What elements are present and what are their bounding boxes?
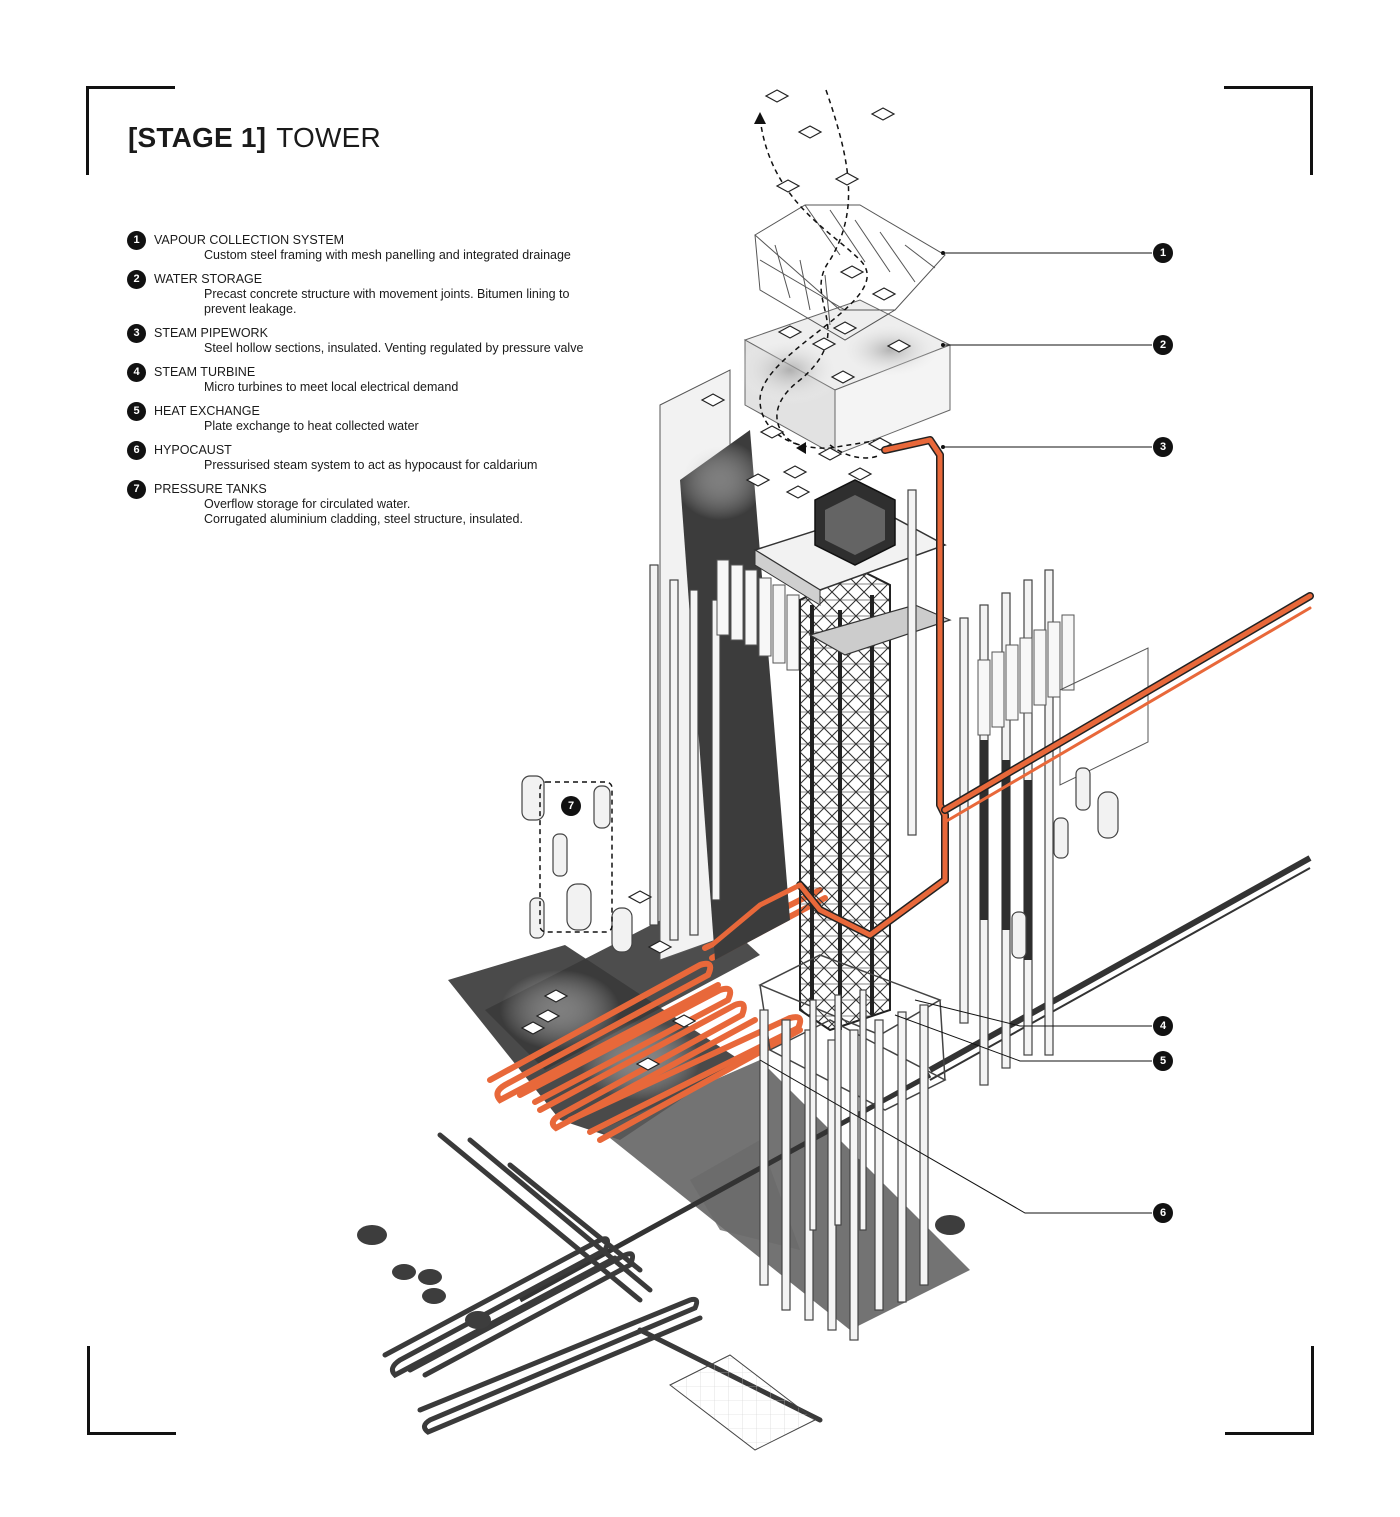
vapour-flow-arrows [759, 89, 881, 459]
frame-corner-top-left [86, 86, 175, 175]
frame-corner-top-right [1224, 86, 1313, 175]
legend-item-heat-exchange: 5 HEAT EXCHANGE Plate exchange to heat c… [127, 402, 597, 434]
foundation-piles [759, 989, 929, 1341]
title-stage: [STAGE 1] [128, 122, 267, 153]
legend-item-description: Custom steel framing with mesh panelling… [204, 248, 571, 262]
legend-number-badge: 7 [127, 480, 146, 499]
vertical-panels-right [977, 614, 1149, 786]
legend-item-title: STEAM PIPEWORK [154, 326, 268, 340]
legend-item-description: Overflow storage for circulated water. [204, 497, 411, 511]
callout-4-steam-turbine: 4 [1153, 1016, 1173, 1036]
legend-item-description: Steel hollow sections, insulated. Ventin… [204, 341, 584, 355]
legend-item-steam-pipework: 3 STEAM PIPEWORK Steel hollow sections, … [127, 324, 597, 356]
callout-2-water-storage: 2 [1153, 335, 1173, 355]
legend-item-description: Plate exchange to heat collected water [204, 419, 419, 433]
legend-item-pressure-tanks: 7 PRESSURE TANKS Overflow storage for ci… [127, 480, 597, 527]
left-columns [649, 564, 721, 941]
legend-item-hypocaust: 6 HYPOCAUST Pressurised steam system to … [127, 441, 597, 473]
legend-number-badge: 2 [127, 270, 146, 289]
legend-item-description: Precast concrete structure with movement… [204, 287, 570, 301]
legend-number-badge: 3 [127, 324, 146, 343]
frame-corner-bottom-right [1225, 1346, 1314, 1435]
vapour-collection-roof [754, 204, 946, 341]
legend-item-title: HEAT EXCHANGE [154, 404, 260, 418]
ground-blobs [357, 1215, 965, 1329]
legend-item-title: HYPOCAUST [154, 443, 232, 457]
legend: 1 VAPOUR COLLECTION SYSTEM Custom steel … [127, 231, 597, 534]
legend-item-description: Corrugated aluminium cladding, steel str… [204, 512, 523, 526]
steam-pipework [709, 436, 1314, 948]
callout-leader-lines [759, 252, 1152, 1214]
legend-number-badge: 1 [127, 231, 146, 250]
callout-1-vapour-collection: 1 [1153, 243, 1173, 263]
legend-item-vapour-collection: 1 VAPOUR COLLECTION SYSTEM Custom steel … [127, 231, 597, 263]
callout-3-steam-pipework: 3 [1153, 437, 1173, 457]
callout-6-hypocaust: 6 [1153, 1203, 1173, 1223]
legend-item-water-storage: 2 WATER STORAGE Precast concrete structu… [127, 270, 597, 317]
pressure-tanks-group-frame [539, 781, 613, 933]
callout-7-pressure-tanks: 7 [561, 796, 581, 816]
legend-item-description: Pressurised steam system to act as hypoc… [204, 458, 538, 472]
vapour-arrowheads [754, 112, 806, 454]
legend-number-badge: 6 [127, 441, 146, 460]
title-name: TOWER [276, 122, 381, 153]
legend-item-title: PRESSURE TANKS [154, 482, 267, 496]
legend-item-title: WATER STORAGE [154, 272, 263, 286]
pressure-tanks [521, 767, 1119, 959]
floating-panels [520, 89, 912, 1071]
legend-number-badge: 5 [127, 402, 146, 421]
concrete-backwall [659, 369, 790, 961]
underground-grid-slab [669, 1354, 816, 1451]
underground-pipe-loops [382, 1132, 823, 1435]
page-title: [STAGE 1] TOWER [128, 122, 381, 154]
legend-item-title: STEAM TURBINE [154, 365, 256, 379]
turbine-housing [814, 479, 896, 566]
legend-item-description: Micro turbines to meet local electrical … [204, 380, 459, 394]
legend-number-badge: 4 [127, 363, 146, 382]
vertical-panels-left [716, 559, 800, 671]
legend-item-steam-turbine: 4 STEAM TURBINE Micro turbines to meet l… [127, 363, 597, 395]
frame-corner-bottom-left [87, 1346, 176, 1435]
right-column-shading [980, 740, 1032, 960]
callout-leader-dots [941, 251, 945, 449]
legend-item-title: VAPOUR COLLECTION SYSTEM [154, 233, 345, 247]
legend-item-description: prevent leakage. [204, 302, 297, 316]
callout-5-heat-exchange: 5 [1153, 1051, 1173, 1071]
